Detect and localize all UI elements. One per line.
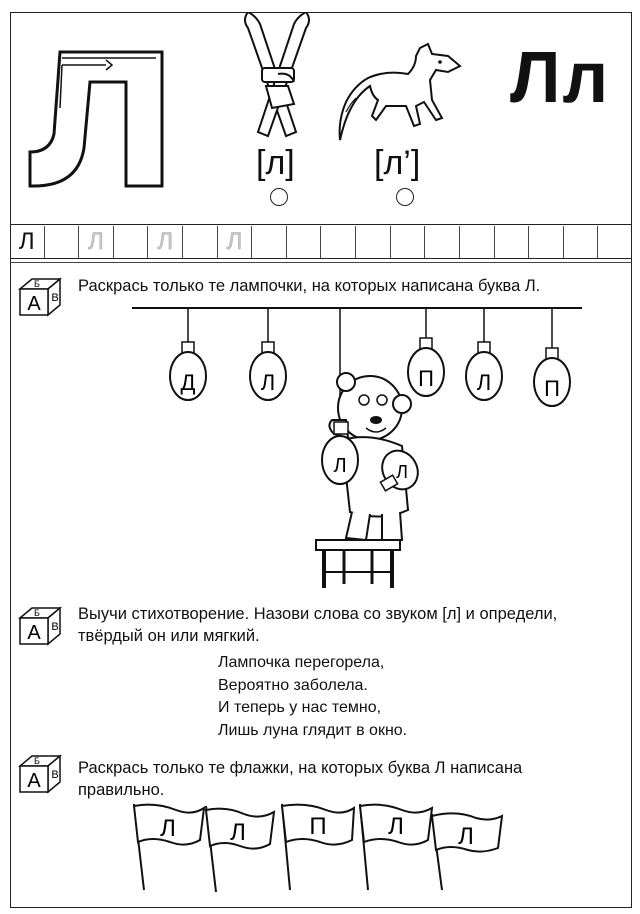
writing-cell[interactable] (529, 226, 564, 258)
bulb-letter-2: Л (261, 370, 275, 395)
skis-icon (244, 12, 310, 138)
writing-cell[interactable] (45, 226, 80, 258)
cube-letter-front: А (27, 622, 41, 644)
outline-letter-l-icon (28, 50, 164, 188)
header-divider (10, 224, 632, 225)
bulb-4[interactable]: Л (465, 308, 503, 401)
stool-icon (315, 539, 401, 588)
writing-cell[interactable] (598, 226, 632, 258)
bulb-3[interactable]: П (407, 308, 445, 397)
cube-letter-side: В (51, 621, 58, 633)
poem: Лампочка перегорела, Вероятно заболела. … (218, 652, 407, 742)
poem-line: Лишь луна глядит в окно. (218, 721, 408, 739)
bulbs-scene: Д Л П Л П (132, 307, 582, 588)
writing-cell[interactable] (252, 226, 287, 258)
bulb-2[interactable]: Л (249, 308, 287, 401)
cube-letter-top: Б (34, 279, 40, 289)
abc-cube-icon: Б А В (18, 754, 62, 794)
writing-cell[interactable]: Л (10, 226, 45, 258)
cube-letter-side: В (51, 292, 58, 304)
cube-letter-front: А (27, 293, 41, 315)
flag-2[interactable]: Л (204, 805, 276, 893)
task3-text-line2: правильно. (78, 781, 165, 799)
sound-hard: [л] (256, 144, 295, 182)
page-frame (10, 12, 632, 908)
flag-letter-3: П (309, 813, 326, 840)
poem-line: Вероятно заболела. (218, 676, 368, 694)
bulb-letter-3: П (418, 366, 434, 391)
abc-cube-icon: Б А В (18, 606, 62, 646)
fox-icon (338, 42, 462, 141)
sound-soft-circle[interactable] (396, 188, 414, 206)
writing-cell[interactable] (425, 226, 460, 258)
writing-cell[interactable] (287, 226, 322, 258)
task1-text: Раскрась только те лампочки, на которых … (78, 277, 541, 295)
cells-divider (10, 262, 632, 263)
bulb-letter-1: Д (181, 370, 196, 395)
writing-cell[interactable] (564, 226, 599, 258)
writing-cells: Л Л Л Л (10, 226, 632, 259)
bear-bulb-1[interactable]: Л (321, 421, 359, 485)
cube-letter-front: А (27, 770, 41, 792)
flag-4[interactable]: Л (358, 803, 434, 891)
writing-cell-trace[interactable]: Л (148, 226, 184, 258)
writing-cell[interactable] (356, 226, 391, 258)
flag-3[interactable]: П (280, 803, 356, 891)
bulb-5[interactable]: П (533, 308, 571, 407)
sound-soft: [л’] (374, 144, 421, 182)
flag-letter-1: Л (160, 815, 176, 842)
writing-cell[interactable] (183, 226, 218, 258)
writing-cell-trace[interactable]: Л (218, 226, 253, 258)
writing-cell[interactable] (391, 226, 426, 258)
writing-cell[interactable] (114, 226, 149, 258)
cube-letter-top: Б (34, 756, 40, 766)
bulb-1[interactable]: Д (169, 308, 207, 401)
task2-text-line1: Выучи стихотворение. Назови слова со зву… (78, 605, 558, 623)
abc-cube-icon: Б А В (18, 277, 62, 317)
bear-bulb-2[interactable]: Л (375, 444, 424, 496)
sound-hard-circle[interactable] (270, 188, 288, 206)
writing-cell-trace[interactable]: Л (79, 226, 114, 258)
cube-letter-top: Б (34, 608, 40, 618)
task2-text-line2: твёрдый он или мягкий. (78, 627, 260, 645)
flag-5[interactable]: Л (430, 812, 504, 891)
flags-row: Л Л П Л Л (132, 803, 504, 893)
poem-line: Лампочка перегорела, (218, 654, 385, 671)
flag-letter-5: Л (458, 823, 474, 850)
task3-text-line1: Раскрась только те флажки, на которых бу… (78, 759, 523, 777)
bulb-letter-4: Л (477, 370, 491, 395)
flag-1[interactable]: Л (132, 803, 206, 891)
bear-bulb-letter-2: Л (396, 462, 408, 482)
letter-title: Лл (510, 38, 611, 118)
writing-cell[interactable] (495, 226, 530, 258)
writing-cell[interactable] (460, 226, 495, 258)
writing-cell[interactable] (321, 226, 357, 258)
bulb-letter-5: П (544, 376, 560, 401)
flag-letter-4: Л (388, 813, 404, 840)
cube-letter-side: В (51, 769, 58, 781)
poem-line: И теперь у нас темно, (218, 699, 382, 716)
bear-bulb-letter-1: Л (333, 455, 346, 477)
flag-letter-2: Л (230, 819, 246, 846)
